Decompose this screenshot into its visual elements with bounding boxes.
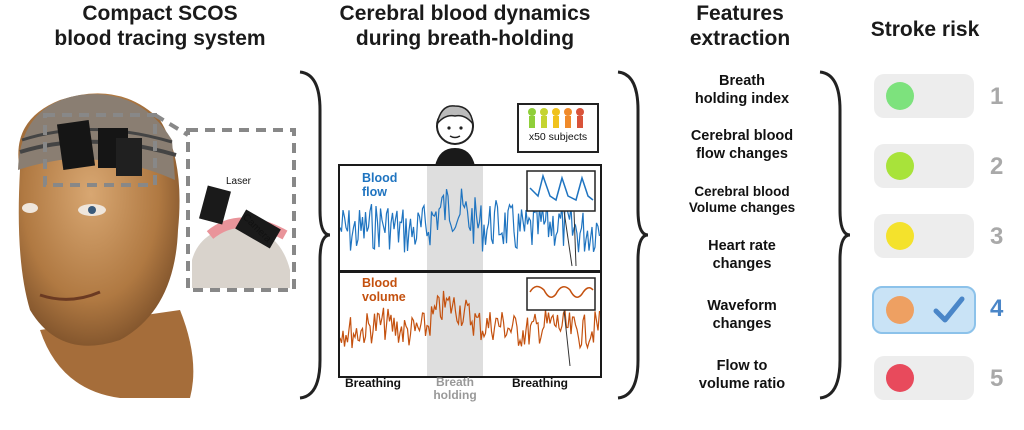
risk-dot-icon <box>886 364 914 392</box>
risk-dot-icon <box>886 152 914 180</box>
risk-dot-icon <box>886 222 914 250</box>
header-features: Features extraction <box>689 2 791 50</box>
volume-inset <box>526 277 596 311</box>
panel-divider <box>340 270 600 273</box>
risk-dot-icon <box>886 82 914 110</box>
brace-middle <box>617 70 649 400</box>
header-dynamics: Cerebral blood dynamics during breath-ho… <box>339 2 591 50</box>
volume-label: Blood volume <box>362 276 406 304</box>
signal-panel: Blood flow Blood volume <box>338 164 602 378</box>
risk-number-5: 5 <box>990 365 1004 392</box>
phase-breath-holding: Breath holding <box>433 375 477 403</box>
risk-level-1[interactable] <box>874 74 974 118</box>
flow-trace <box>340 188 600 253</box>
brace-left <box>299 70 331 400</box>
risk-level-3[interactable] <box>874 214 974 258</box>
subjects-label: x50 subjects <box>528 131 588 143</box>
phase-breathing-right: Breathing <box>512 376 569 390</box>
flow-inset-wave <box>529 173 594 202</box>
risk-number-1: 1 <box>990 83 1004 110</box>
header-system: Compact SCOS blood tracing system <box>54 2 266 50</box>
flow-label: Blood flow <box>362 171 398 199</box>
head-illustration <box>18 93 296 398</box>
header-risk: Stroke risk <box>870 18 980 41</box>
risk-number-4: 4 <box>990 295 1004 322</box>
volume-trace <box>340 290 600 350</box>
volume-trace-group <box>340 290 600 350</box>
brace-right <box>819 70 851 400</box>
risk-level-2[interactable] <box>874 144 974 188</box>
laser-label: Laser <box>226 176 252 187</box>
people-row-icon <box>528 108 584 128</box>
volume-inset-wave <box>529 285 594 298</box>
phase-breathing-left: Breathing <box>345 376 402 390</box>
signal-traces <box>340 170 600 367</box>
flow-trace-group <box>340 188 600 253</box>
subjects-box: x50 subjects <box>517 103 599 153</box>
checkmark-icon <box>933 296 965 323</box>
risk-number-3: 3 <box>990 223 1004 250</box>
risk-dot-icon <box>886 296 914 324</box>
risk-level-5[interactable] <box>874 356 974 400</box>
risk-number-2: 2 <box>990 153 1004 180</box>
risk-level-4[interactable] <box>872 286 976 334</box>
flow-inset <box>526 170 596 212</box>
subject-icon <box>435 105 475 166</box>
